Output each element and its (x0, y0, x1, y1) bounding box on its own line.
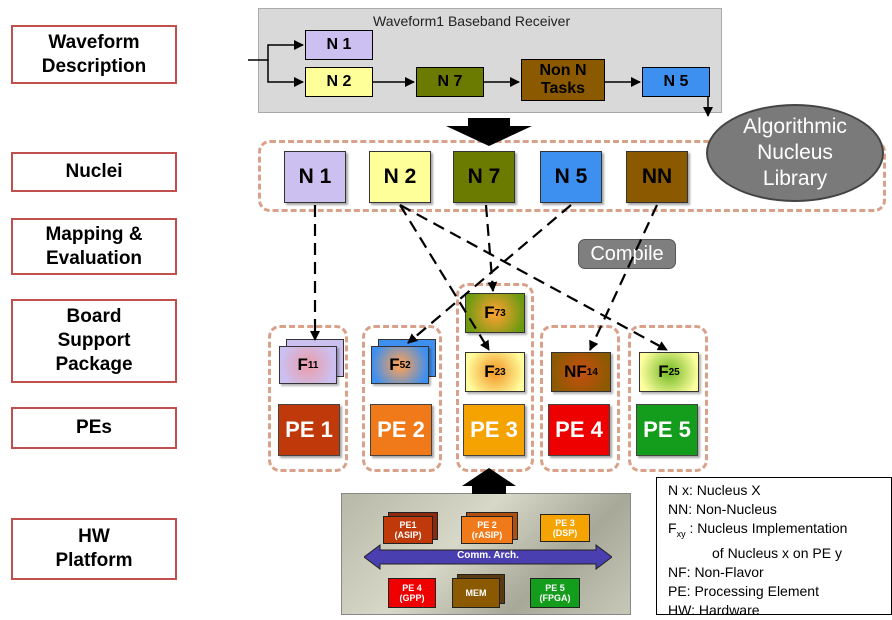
flavor-f73-base: F (484, 303, 495, 322)
flavor-f23-base: F (484, 362, 495, 381)
legend-line-pe: PE: Processing Element (668, 582, 819, 599)
hw-chip-mem: MEM (452, 578, 500, 608)
flavor-f52-base: F (389, 355, 400, 374)
flavor-f23-sub: 23 (494, 366, 506, 378)
legend-line-nf: NF: Non-Flavor (668, 563, 764, 580)
compile-badge: Compile (578, 239, 676, 269)
nucleus-n5: N 5 (540, 151, 602, 203)
legend-line-fxy: Fxy : Nucleus Implementation (668, 519, 891, 544)
hw-chip-pe4: PE 4 (GPP) (388, 578, 436, 608)
waveform-node-n5: N 5 (642, 67, 710, 97)
pe4-box: PE 4 (548, 404, 610, 456)
legend-line-nx: N x: Nucleus X (668, 482, 761, 498)
label-pes: PEs (11, 407, 177, 449)
flavor-f52-sub: 52 (399, 359, 411, 371)
waveform-node-n2: N 2 (305, 67, 373, 97)
map-n7-f73 (484, 204, 498, 292)
hw-chip-pe3: PE 3 (DSP) (540, 514, 590, 542)
flavor-nf14-sub: 14 (586, 366, 598, 378)
label-board-support-package: Board Support Package (11, 299, 177, 383)
pe3-box: PE 3 (463, 404, 525, 456)
flavor-f25-sub: 25 (668, 366, 680, 378)
comm-arch-label: Comm. Arch. (457, 550, 519, 561)
legend-fxy-sub: xy (676, 528, 686, 539)
pe5-group (628, 325, 708, 472)
flavor-f73-sub: 73 (494, 307, 506, 319)
pe5-box: PE 5 (636, 404, 698, 456)
nucleus-n1: N 1 (284, 151, 346, 203)
hw-chip-pe5: PE 5 (FPGA) (530, 578, 580, 608)
flavor-nf14-base: NF (564, 362, 587, 381)
flavor-f11-sub: 11 (307, 359, 319, 371)
legend-line-nn: NN: Non-Nucleus (668, 501, 777, 517)
legend-fxy-rest: : Nucleus Implementation (685, 520, 848, 536)
waveform-title: Waveform1 Baseband Receiver (373, 13, 571, 29)
waveform-node-n1: N 1 (305, 30, 373, 60)
pe2-box: PE 2 (370, 404, 432, 456)
comm-arch-arrow (364, 544, 612, 570)
label-hw-platform: HW Platform (11, 518, 177, 580)
legend-line-fxy-cont: of Nucleus x on PE y (712, 544, 842, 561)
algorithmic-nucleus-library: Algorithmic Nucleus Library (706, 104, 884, 202)
hw-chip-pe1: PE1 (ASIP) (383, 516, 433, 544)
legend-fxy-base: F (668, 520, 677, 536)
nucleus-nn: NN (626, 151, 688, 203)
pe1-box: PE 1 (278, 404, 340, 456)
pe1-group (268, 325, 348, 472)
waveform-node-non-n-tasks: Non N Tasks (521, 59, 605, 101)
nucleus-n2: N 2 (369, 151, 431, 203)
label-nuclei: Nuclei (11, 152, 177, 192)
waveform-node-n7: N 7 (416, 67, 484, 97)
flavor-f25-base: F (658, 362, 669, 381)
hw-chip-pe2: PE 2 (rASIP) (461, 516, 513, 544)
waveform-panel: Waveform1 Baseband Receiver (258, 8, 722, 113)
label-mapping-evaluation: Mapping & Evaluation (11, 218, 177, 275)
nucleus-n7: N 7 (453, 151, 515, 203)
label-waveform-description: Waveform Description (11, 25, 177, 84)
legend-line-hw: HW: Hardware (668, 601, 760, 618)
legend-box: N x: Nucleus X NN: Non-Nucleus Fxy : Nuc… (656, 477, 892, 618)
flavor-f11-base: F (297, 355, 308, 374)
